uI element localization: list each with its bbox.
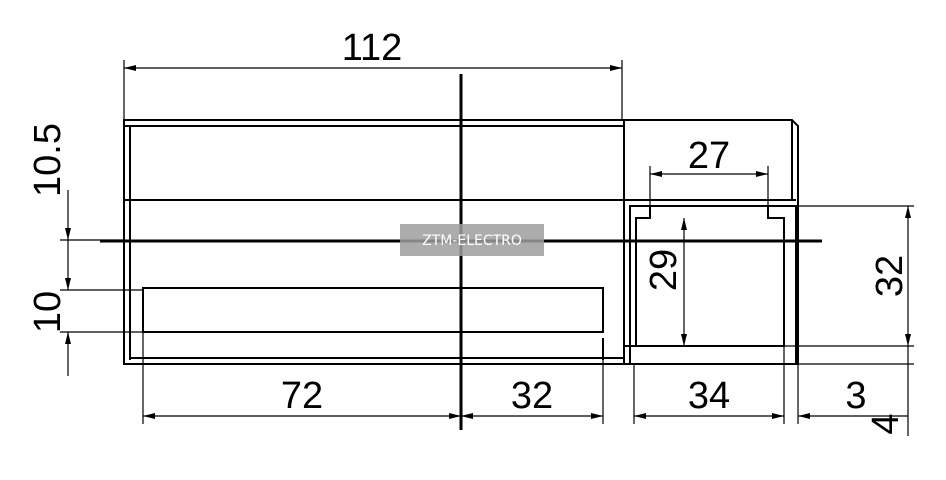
dim-height-top: 10.5 (27, 123, 124, 241)
slot-outline (142, 287, 604, 360)
dim-side-block-width: 34 (633, 346, 785, 424)
dim-label-inner-width: 27 (688, 135, 730, 177)
dim-inner-height: 29 (643, 218, 687, 346)
dim-height-slot: 10 (27, 240, 603, 376)
dim-label-overall-width: 112 (342, 27, 403, 69)
dim-side-height: 32 (784, 205, 914, 347)
dim-label-side-thickness: 4 (865, 413, 907, 434)
watermark-text: ZTM-ELECTRO (422, 233, 522, 249)
side-block (624, 119, 799, 365)
dim-label-height-top: 10.5 (27, 123, 69, 197)
dim-slot-length: 72 (142, 332, 461, 424)
dim-label-inner-height: 29 (643, 249, 685, 291)
dim-side-gap: 3 (797, 364, 908, 424)
dim-side-thickness: 4 (798, 346, 914, 436)
watermark: ZTM-ELECTRO (400, 224, 544, 256)
dim-label-side-block-width: 34 (688, 375, 730, 417)
dim-inner-width: 27 (649, 135, 769, 206)
dim-label-side-gap: 3 (845, 375, 866, 417)
dim-overall-width: 112 (123, 27, 623, 120)
dim-label-right-segment: 32 (511, 375, 553, 417)
dim-label-side-height: 32 (869, 255, 911, 297)
dim-right-segment: 32 (461, 360, 604, 424)
dim-label-height-slot: 10 (27, 291, 69, 333)
dim-label-slot-length: 72 (281, 375, 323, 417)
